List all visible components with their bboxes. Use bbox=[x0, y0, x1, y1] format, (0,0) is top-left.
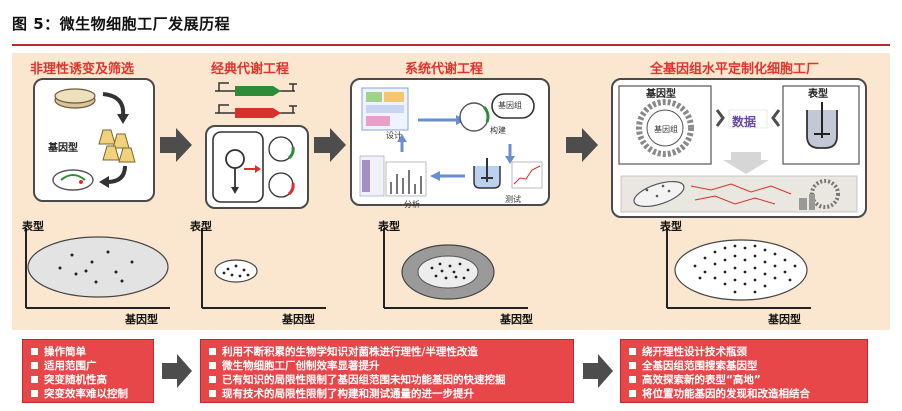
arrow-2 bbox=[314, 128, 346, 162]
stage4-genome-ring-label: 基因组 bbox=[654, 125, 678, 134]
stage3-test-label: 测试 bbox=[505, 195, 521, 204]
bullet-item: 突变随机性高 bbox=[31, 372, 145, 386]
arrow-1 bbox=[160, 128, 192, 162]
bullet-item: 全基因组范围搜索基因型 bbox=[629, 358, 859, 372]
stage4-data-label: 数据 bbox=[732, 115, 757, 129]
stage3-genome-label: 基因组 bbox=[498, 101, 522, 110]
figure-title: 图 5：微生物细胞工厂发展历程 bbox=[12, 15, 231, 33]
stage-title-genome-scale: 全基因组水平定制化细胞工厂 bbox=[650, 62, 820, 77]
plot2-y-label: 表型 bbox=[190, 220, 212, 233]
stage4-phenotype-label: 表型 bbox=[808, 89, 828, 100]
bottom-arrow-2 bbox=[583, 354, 613, 388]
stage2-cell-illustration bbox=[212, 131, 295, 203]
plot1-x-label: 基因型 bbox=[125, 313, 158, 326]
bullet-item: 微生物细胞工厂创制效率显著提升 bbox=[209, 358, 565, 372]
stage1-illustration bbox=[52, 88, 136, 191]
plot4-y-label: 表型 bbox=[660, 220, 682, 233]
title-rule bbox=[12, 44, 890, 46]
plot-1 bbox=[25, 228, 170, 309]
stage-title-systems-metabolic: 系统代谢工程 bbox=[405, 62, 484, 77]
bullet-item: 操作简单 bbox=[31, 344, 145, 358]
bullet-item: 利用不断积累的生物学知识对菌株进行理性/半理性改造 bbox=[209, 344, 565, 358]
bottom-arrow-1 bbox=[162, 354, 192, 388]
arrow-3 bbox=[566, 128, 598, 162]
stage2-gene-constructs bbox=[215, 82, 297, 118]
stage4-illustration bbox=[618, 85, 860, 213]
bullet-box-3: 绕开理性设计技术瓶颈 全基因组范围搜索基因型 高效探索新的表型“高地” 将位置功… bbox=[620, 339, 868, 403]
stage3-analyze-label: 分析 bbox=[404, 200, 420, 209]
plot1-y-label: 表型 bbox=[22, 220, 44, 233]
bullet-item: 高效探索新的表型“高地” bbox=[629, 372, 859, 386]
plot3-x-label: 基因型 bbox=[500, 313, 533, 326]
plot3-y-label: 表型 bbox=[378, 220, 400, 233]
bullet-box-1: 操作简单 适用范围广 突变随机性高 突变效率难以控制 bbox=[22, 339, 154, 403]
bullet-item: 现有技术的局限性限制了构建和测试通量的进一步提升 bbox=[209, 386, 565, 400]
bullet-item: 绕开理性设计技术瓶颈 bbox=[629, 344, 859, 358]
plot2-x-label: 基因型 bbox=[282, 313, 315, 326]
stage-title-classic-metabolic: 经典代谢工程 bbox=[211, 62, 290, 77]
bullet-item: 突变效率难以控制 bbox=[31, 386, 145, 400]
plot-2 bbox=[201, 228, 326, 309]
bullet-item: 已有知识的局限性限制了基因组范围未知功能基因的快速挖掘 bbox=[209, 372, 565, 386]
bullet-item: 将位置功能基因的发现和改造相结合 bbox=[629, 386, 859, 400]
bullet-item: 适用范围广 bbox=[31, 358, 145, 372]
stage3-design-label: 设计 bbox=[386, 131, 402, 140]
stage3-dbtl-cycle bbox=[359, 87, 543, 197]
stage-title-random-mutagenesis: 非理性诱变及筛选 bbox=[30, 62, 135, 77]
plot4-x-label: 基因型 bbox=[768, 313, 801, 326]
stage4-genotype-label: 基因型 bbox=[646, 89, 676, 100]
plot-3 bbox=[383, 228, 528, 309]
stage3-build-label: 构建 bbox=[490, 126, 506, 135]
plot-4 bbox=[666, 228, 811, 309]
stage1-genotype-label: 基因型 bbox=[48, 143, 78, 154]
bullet-box-2: 利用不断积累的生物学知识对菌株进行理性/半理性改造 微生物细胞工厂创制效率显著提… bbox=[200, 339, 574, 403]
